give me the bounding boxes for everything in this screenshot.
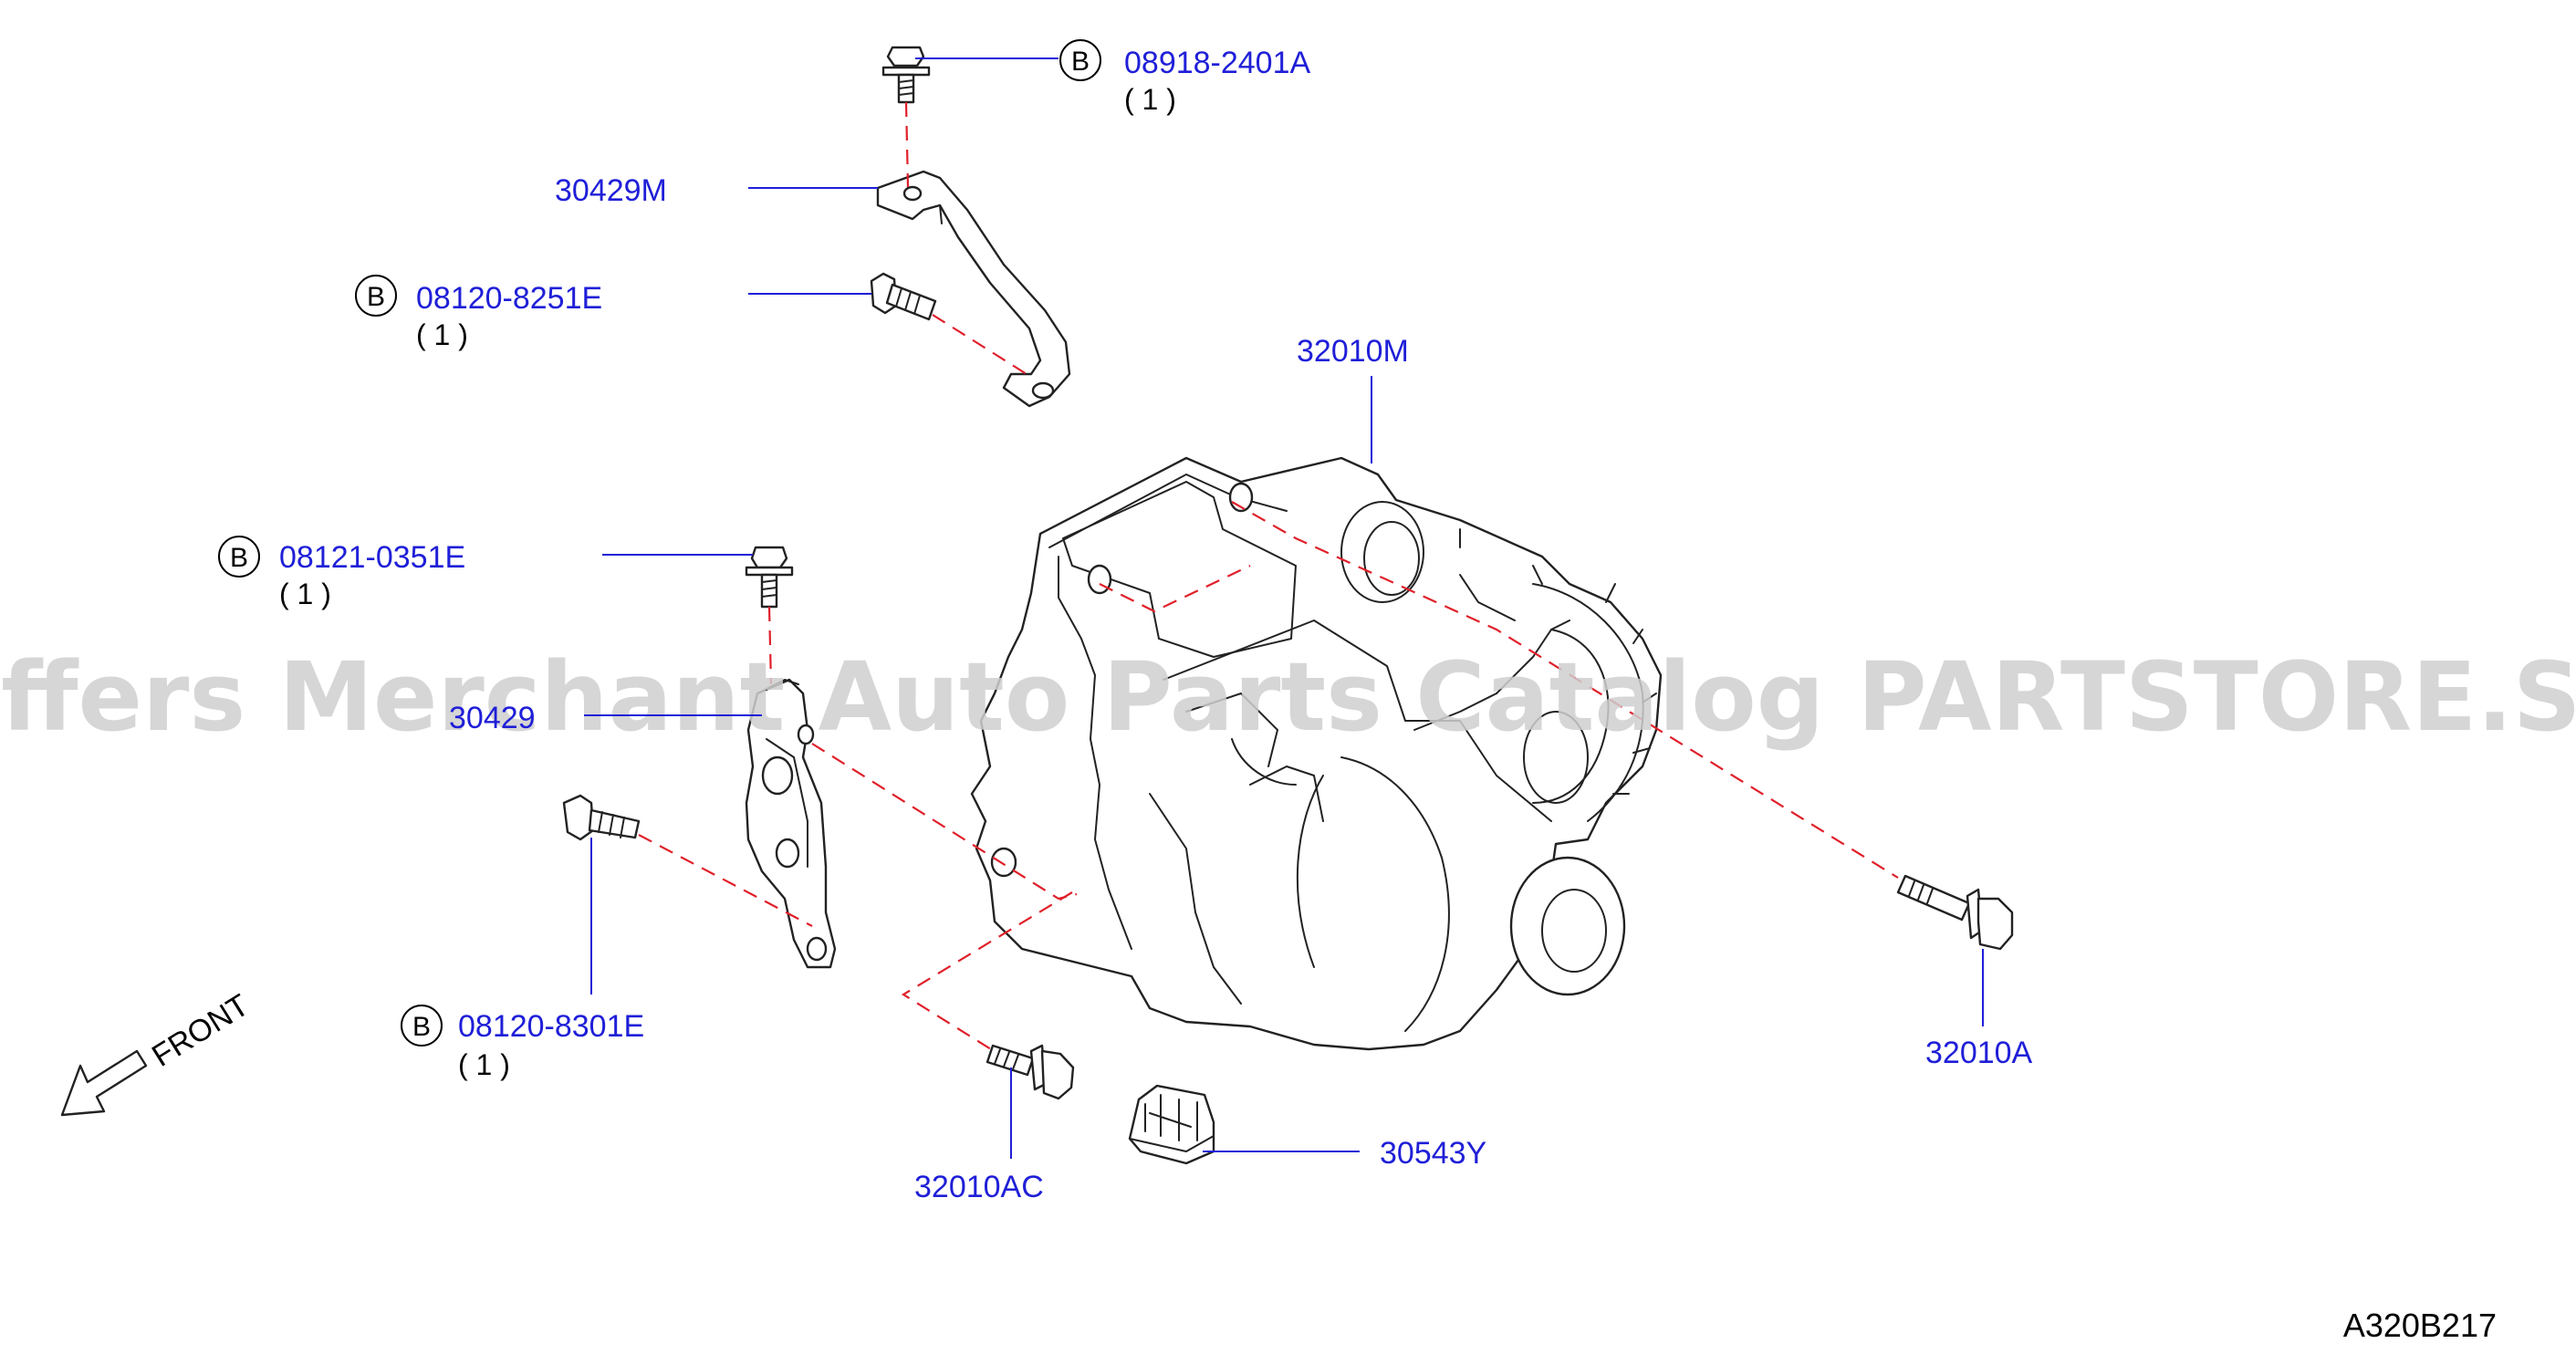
part-number-label[interactable]: 08120-8251E [416, 281, 602, 316]
badge-circle [1059, 39, 1101, 81]
badge-letter: B [367, 282, 385, 312]
callout-30543Y[interactable]: 30543Y [1203, 1136, 1486, 1171]
badge-circle [218, 536, 260, 578]
part-number-label[interactable]: 32010AC [914, 1170, 1044, 1204]
callout-32010M[interactable]: 32010M [1297, 334, 1409, 463]
callout-30429[interactable]: 30429 [449, 701, 762, 735]
badge-letter: B [412, 1012, 431, 1042]
part-number-label[interactable]: 32010A [1925, 1036, 2033, 1070]
callout-08918-2401A[interactable]: B 08918-2401A ( 1 ) [915, 39, 1311, 116]
assembly-guide-lines [638, 101, 1899, 1050]
quantity-label: ( 1 ) [279, 578, 331, 610]
front-indicator: FRONT [60, 988, 256, 1117]
callout-32010AC[interactable]: 32010AC [914, 1068, 1044, 1204]
clip-drawing [1128, 1084, 1215, 1165]
front-label: FRONT [146, 988, 255, 1074]
upper-bracket-drawing [876, 170, 1071, 408]
part-number-label[interactable]: 30429 [449, 701, 536, 735]
part-number-label[interactable]: 30543Y [1380, 1136, 1486, 1171]
part-number-label[interactable]: 08918-2401A [1124, 46, 1311, 80]
quantity-label: ( 1 ) [416, 318, 468, 351]
callout-30429M[interactable]: 30429M [555, 173, 878, 208]
bolt-bottom-drawing [986, 1044, 1075, 1100]
part-number-label[interactable]: 30429M [555, 173, 667, 208]
bolt-bracket-drawing [870, 272, 937, 321]
callout-08120-8251E[interactable]: B 08120-8251E ( 1 ) [355, 275, 871, 351]
catalog-code: A320B217 [2343, 1307, 2497, 1344]
lower-bracket-drawing [745, 678, 837, 969]
callout-08120-8301E[interactable]: B 08120-8301E ( 1 ) [401, 838, 644, 1081]
part-number-label[interactable]: 08121-0351E [279, 540, 465, 575]
watermark-text: Offers Merchant Auto Parts Catalog PARTS… [0, 641, 2576, 753]
bolt-top-drawing [881, 46, 931, 104]
part-number-label[interactable]: 32010M [1297, 334, 1409, 369]
callout-32010A[interactable]: 32010A [1925, 949, 2033, 1070]
part-number-label[interactable]: 08120-8301E [458, 1009, 644, 1044]
quantity-label: ( 1 ) [1124, 83, 1176, 116]
bolt-mid-drawing [745, 546, 794, 609]
front-arrow-icon [60, 1049, 148, 1117]
badge-letter: B [1071, 47, 1090, 77]
badge-circle [355, 275, 397, 317]
long-bolt-drawing [1896, 874, 2014, 951]
callout-08121-0351E[interactable]: B 08121-0351E ( 1 ) [218, 536, 753, 610]
bolt-lower-drawing [562, 794, 641, 841]
badge-circle [401, 1005, 443, 1047]
badge-letter: B [230, 543, 248, 573]
quantity-label: ( 1 ) [458, 1048, 510, 1081]
